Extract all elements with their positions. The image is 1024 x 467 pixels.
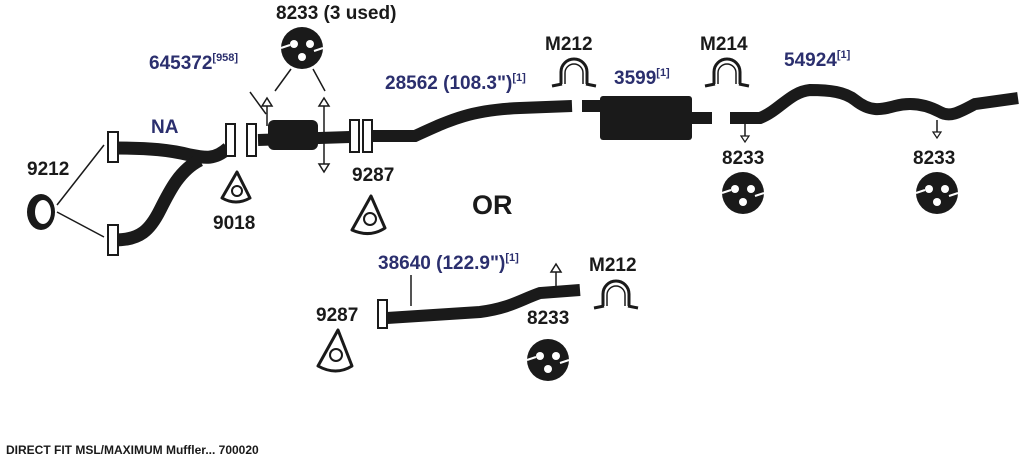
flange-gasket-9287-top <box>350 194 387 235</box>
converter-superscript: [958] <box>212 52 239 64</box>
hanger-right-label: 8233 <box>913 148 956 169</box>
alt-pipe-label: 38640 (122.9")[1] <box>378 252 519 274</box>
clamp-m212-bottom-label: M212 <box>589 255 637 276</box>
muffler-superscript: [1] <box>656 67 670 79</box>
gasket-9018-label: 9018 <box>213 213 256 234</box>
na-label: NA <box>151 117 179 138</box>
tailpipe-label: 54924[1] <box>784 49 851 71</box>
intermediate-pipe-label: 28562 (108.3")[1] <box>385 72 526 94</box>
y-pipe <box>107 123 236 256</box>
muffler-label: 3599[1] <box>614 67 670 89</box>
rubber-hanger-icon <box>915 171 959 215</box>
converter-part-number: 645372 <box>149 53 213 74</box>
diagram-caption: DIRECT FIT MSL/MAXIMUM Muffler... 700020 <box>6 443 259 457</box>
muffler <box>582 96 712 140</box>
hanger-mid-label: 8233 <box>722 148 765 169</box>
rubber-hanger-icon <box>526 338 570 382</box>
clamp-m212-bottom-icon <box>592 279 640 310</box>
intermediate-pipe <box>372 100 573 142</box>
clamp-m212-top-icon <box>550 57 598 88</box>
tailpipe-superscript: [1] <box>836 49 851 61</box>
tailpipe-part-number: 54924 <box>784 50 837 71</box>
alt-pipe-superscript: [1] <box>505 252 519 264</box>
hanger-top-label: 8233 (3 used) <box>276 3 397 24</box>
hanger-bottom-label: 8233 <box>527 308 570 329</box>
gasket-9287-top-label: 9287 <box>352 165 395 186</box>
muffler-part-number: 3599 <box>614 68 657 89</box>
triangle-gasket-9018 <box>220 170 252 204</box>
rubber-hanger-icon <box>280 26 324 70</box>
gasket-9287-bottom-label: 9287 <box>316 305 359 326</box>
tailpipe <box>730 83 1019 124</box>
rubber-hanger-icon <box>721 171 765 215</box>
donut-gasket-9212 <box>27 144 105 238</box>
converter-label: 645372[958] <box>149 52 239 74</box>
alt-pipe-part-number: 38640 (122.9") <box>378 253 506 274</box>
intermediate-pipe-superscript: [1] <box>512 72 526 84</box>
y-flange-gasket-label: 9212 <box>27 159 70 180</box>
clamp-m214-label: M214 <box>700 34 748 55</box>
clamp-m212-top-label: M212 <box>545 34 593 55</box>
intermediate-pipe-part-number: 28562 (108.3") <box>385 73 513 94</box>
hanger-arrows-tailpipe <box>739 118 943 144</box>
hanger-arrows-converter <box>260 68 331 174</box>
clamp-m214-icon <box>703 57 751 88</box>
or-label: OR <box>472 190 513 220</box>
catalytic-converter <box>249 91 351 150</box>
flange-gasket-9287-bottom <box>316 328 354 373</box>
alternate-pipe <box>377 262 581 329</box>
